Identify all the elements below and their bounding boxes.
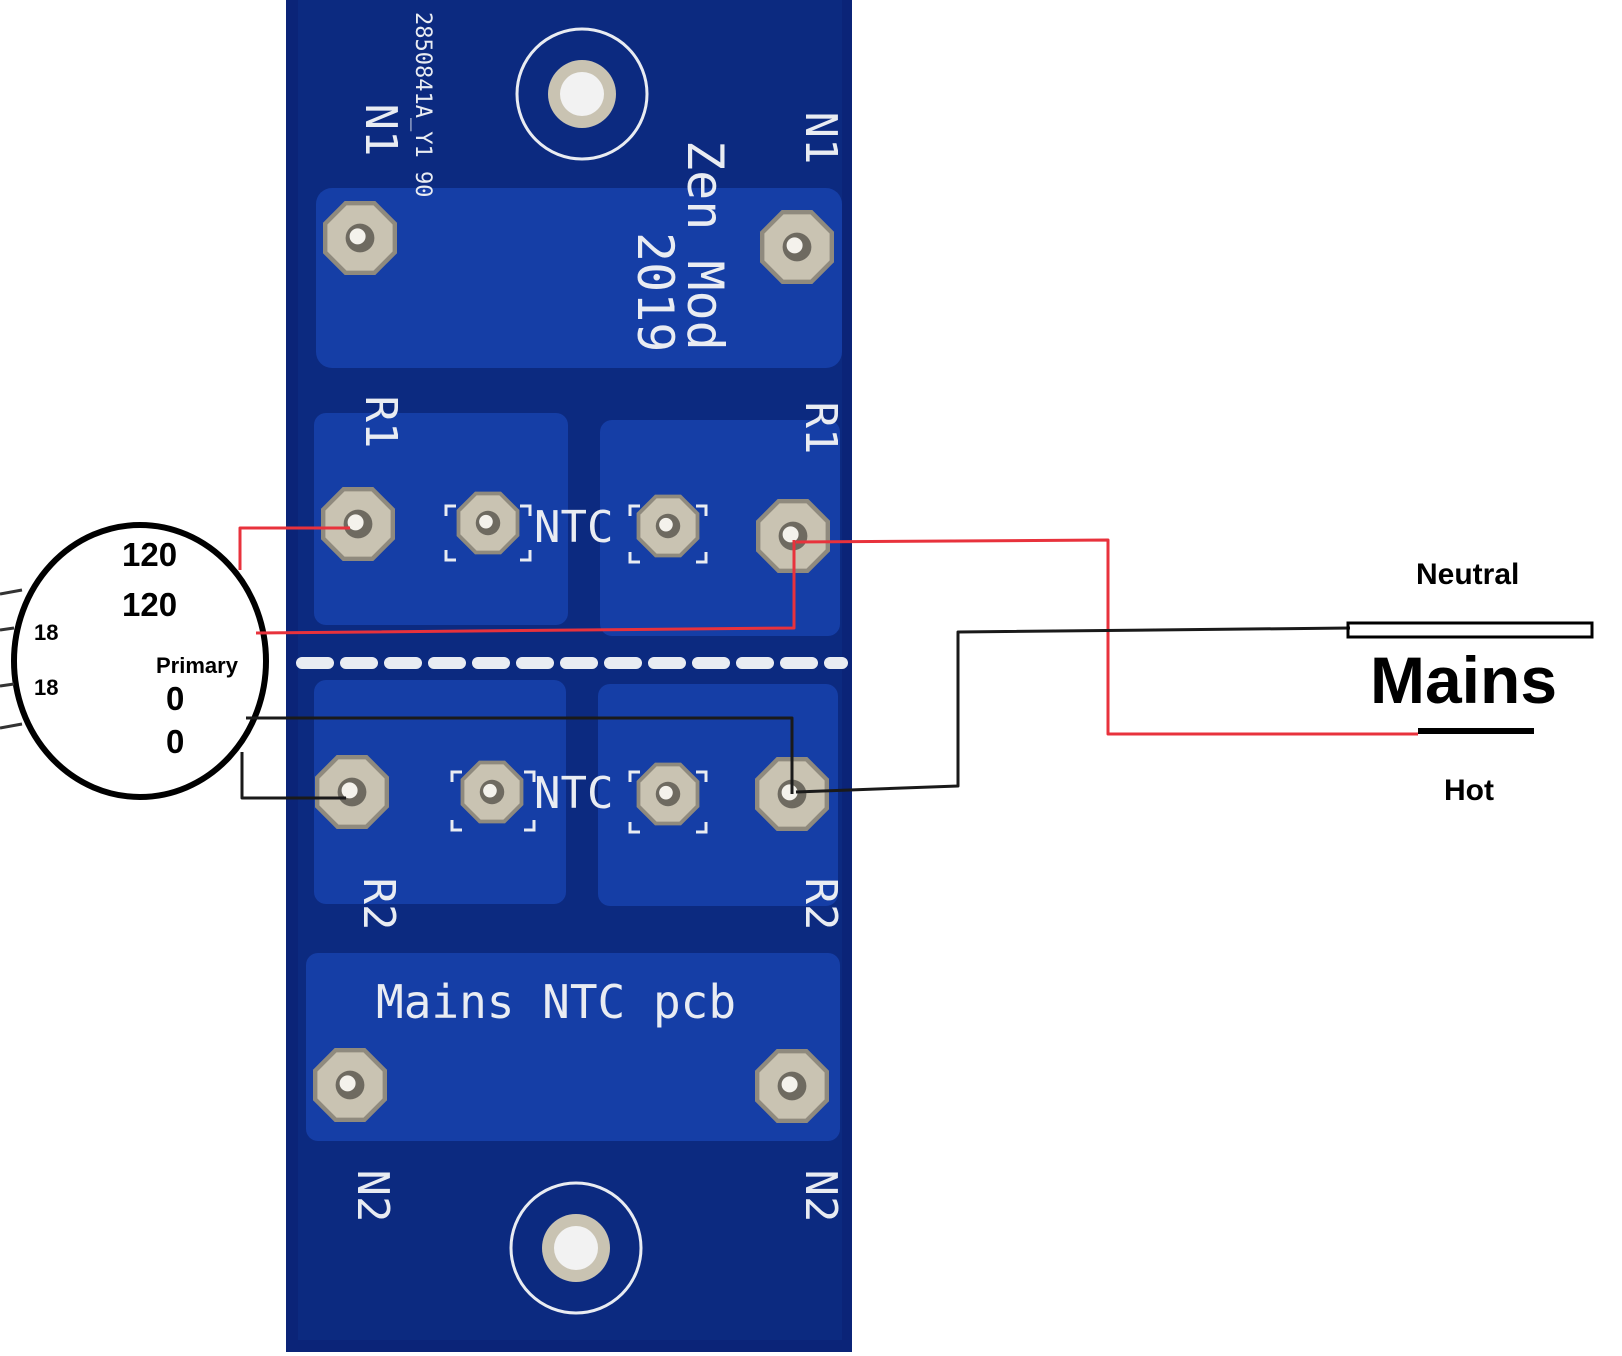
secondary-18-top: 18 xyxy=(34,620,58,645)
mains-terminal: Neutral Mains Hot xyxy=(1346,558,1594,807)
year-label: 2019 xyxy=(626,232,684,352)
hot-wire-transformer-to-r1-right xyxy=(255,540,796,635)
primary-120-top: 120 xyxy=(122,536,177,573)
ntc-footprint-bottom xyxy=(450,770,708,834)
neutral-wire-transformer-to-r2-left xyxy=(240,752,346,800)
primary-0-top: 0 xyxy=(166,680,184,717)
copper-pour-r2-right xyxy=(598,684,838,906)
primary-0-bottom: 0 xyxy=(166,723,184,760)
pad-n1-right xyxy=(760,210,834,284)
pad-n2-left xyxy=(313,1048,387,1122)
r2-left-label: R2 xyxy=(353,878,404,931)
neutral-wire-r2-right-to-mains-neutral xyxy=(795,626,1351,794)
mains-title: Mains xyxy=(1370,643,1557,717)
n1-right-label: N1 xyxy=(795,112,846,165)
ntc-bottom-label: NTC xyxy=(534,768,613,819)
secondary-leads xyxy=(0,588,23,730)
secondary-18-bottom: 18 xyxy=(34,675,58,700)
mounting-hole-top xyxy=(515,27,649,161)
copper-pour-n2 xyxy=(306,953,840,1141)
pcb-title-label: Mains NTC pcb xyxy=(376,975,736,1029)
r1-left-label: R1 xyxy=(355,396,406,449)
neutral-label: Neutral xyxy=(1416,558,1519,591)
part-number-label: 2850841A_Y1 90 xyxy=(410,12,435,197)
ntc-top-label: NTC xyxy=(534,502,613,553)
r2-right-label: R2 xyxy=(795,878,846,931)
pad-n2-right xyxy=(755,1049,829,1123)
hot-wire-transformer-to-r1-left xyxy=(238,526,350,570)
mains-neutral-bar xyxy=(1346,621,1594,639)
pcb-board: 2850841A_Y1 90 N1 N1 Zen Mod 2019 R1 R1 … xyxy=(286,0,852,1352)
brand-label: Zen Mod xyxy=(676,140,734,351)
pad-ntc1-b xyxy=(636,494,700,558)
n2-left-label: N2 xyxy=(347,1170,398,1223)
primary-label: Primary xyxy=(156,653,239,678)
copper-pour-r1-right xyxy=(600,420,840,636)
pad-r1-left xyxy=(321,487,395,561)
copper-pour-n1 xyxy=(316,188,842,368)
neutral-wire-transformer-to-r2-right xyxy=(246,716,794,794)
wires xyxy=(238,526,1418,800)
hot-wire-r1-right-to-mains-hot xyxy=(795,538,1418,736)
pad-n1-left xyxy=(323,201,397,275)
n2-right-label: N2 xyxy=(795,1170,846,1223)
pad-ntc2-b xyxy=(636,762,700,826)
hot-label: Hot xyxy=(1444,774,1494,807)
pad-r2-left xyxy=(315,755,389,829)
transformer-outline xyxy=(11,522,269,800)
mounting-hole-bottom xyxy=(509,1181,643,1315)
r1-right-label: R1 xyxy=(795,402,846,455)
pad-ntc2-a xyxy=(460,760,524,824)
ntc-footprint-top xyxy=(444,504,708,564)
copper-pour-r1-left xyxy=(314,413,568,625)
primary-120-second: 120 xyxy=(122,586,177,623)
n1-left-label: N1 xyxy=(355,104,406,157)
copper-pour-r2-left xyxy=(314,680,566,904)
pad-ntc1-a xyxy=(456,491,520,555)
transformer: 120 120 18 18 Primary 0 0 xyxy=(0,522,269,800)
